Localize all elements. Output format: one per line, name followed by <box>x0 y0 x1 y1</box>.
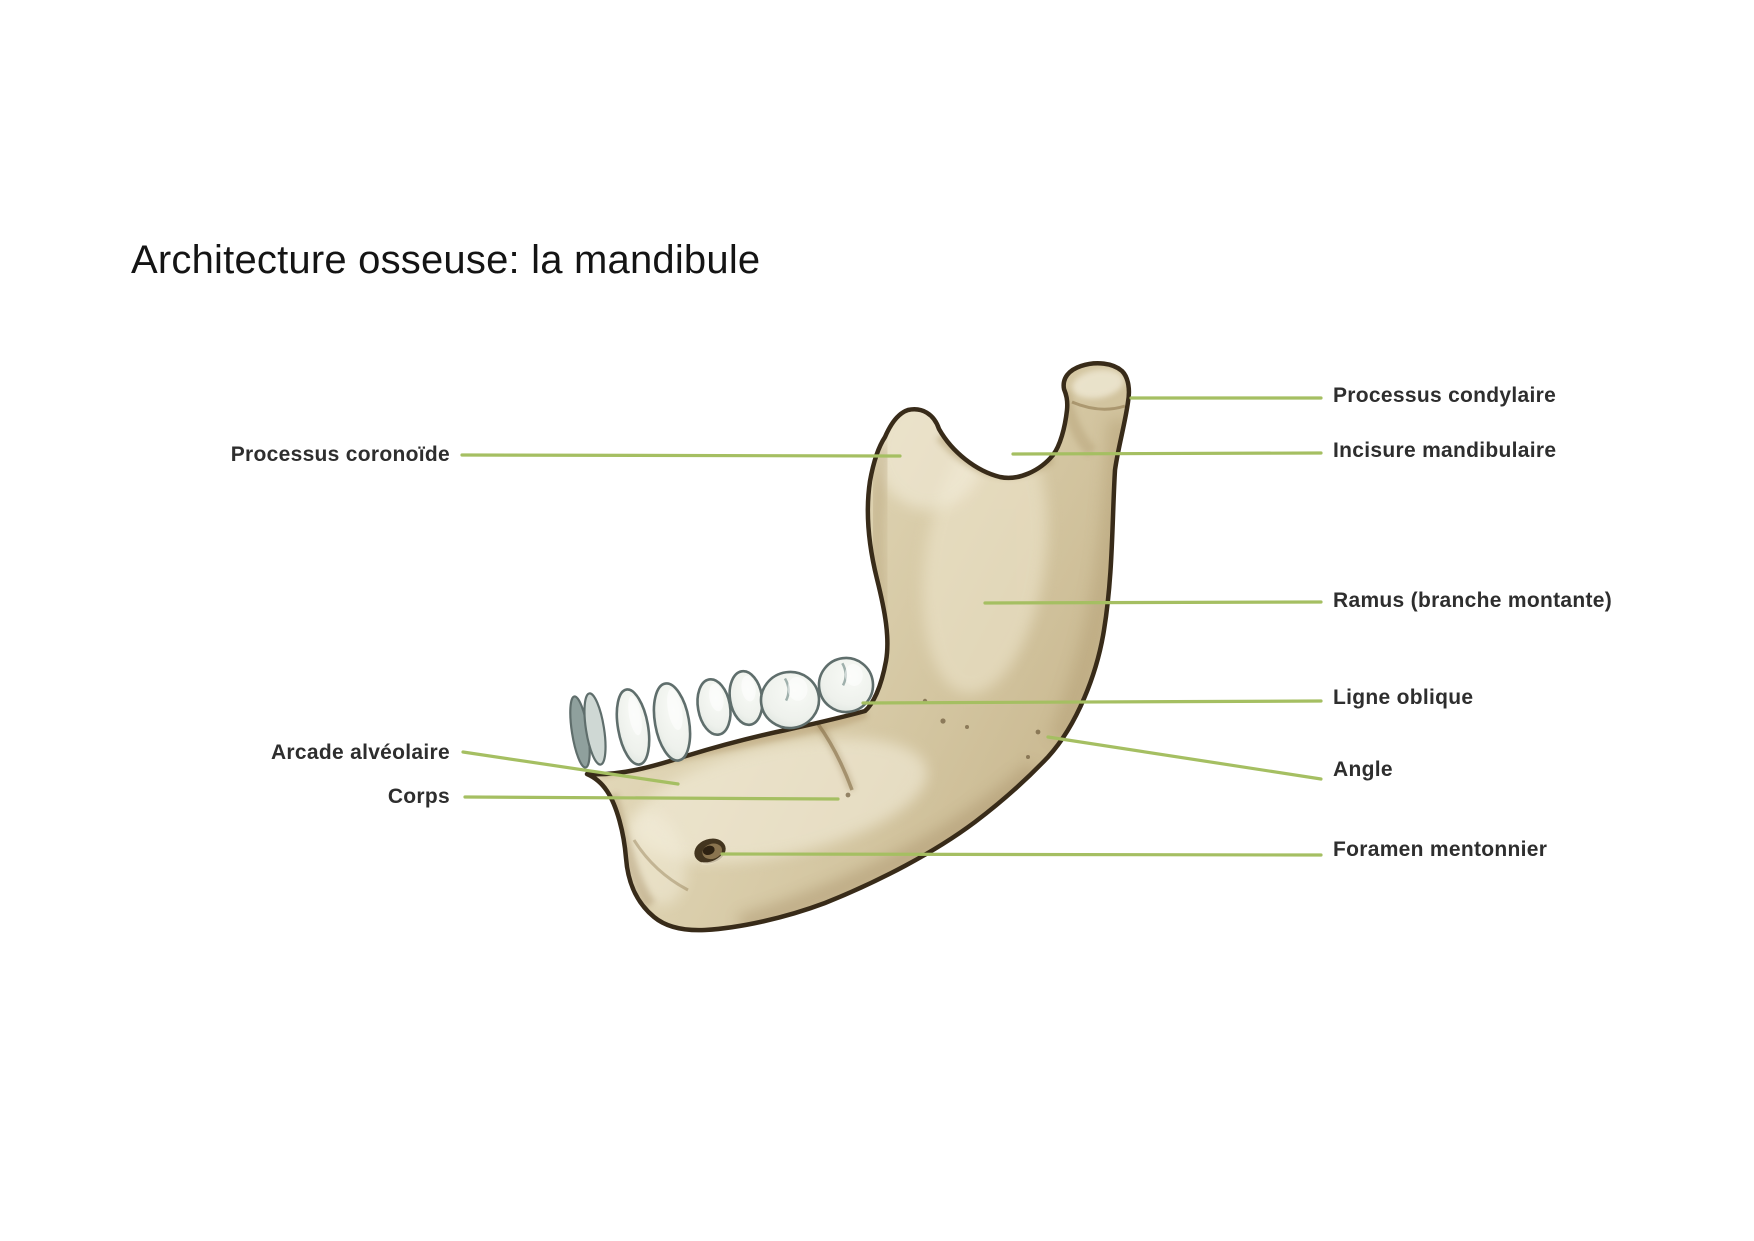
tooth-incisor <box>615 688 651 766</box>
label-foramen-mentonnier: Foramen mentonnier <box>1333 838 1548 861</box>
label-ligne-oblique: Ligne oblique <box>1333 686 1474 709</box>
label-processus-coronoide: Processus coronoïde <box>230 443 450 466</box>
leader-lines <box>460 396 1323 857</box>
chin-crease <box>632 839 689 892</box>
leader-ligne-oblique <box>861 699 1323 705</box>
label-ramus: Ramus (branche montante) <box>1333 589 1613 612</box>
tooth-canine <box>652 682 692 762</box>
leader-incisure-mandibulaire <box>1011 451 1323 456</box>
tooth-molar <box>759 670 821 730</box>
label-corps: Corps <box>387 785 450 808</box>
label-incisure-mandibulaire: Incisure mandibulaire <box>1333 439 1557 462</box>
leader-arcade-alveolaire <box>461 750 680 786</box>
tooth-incisor-sliver <box>583 692 607 766</box>
mandible-bone <box>587 363 1129 930</box>
condyle-crease <box>1071 400 1126 411</box>
label-processus-condylaire: Processus condylaire <box>1333 384 1557 407</box>
tooth-premolar <box>696 677 732 737</box>
leader-corps <box>463 795 840 801</box>
teeth-row <box>569 656 875 769</box>
tooth-molar <box>817 656 875 714</box>
page-title: Architecture osseuse: la mandibule <box>131 238 761 282</box>
leader-angle <box>1046 735 1323 781</box>
mental-foramen <box>694 838 726 865</box>
label-arcade-alveolaire: Arcade alvéolaire <box>270 741 450 764</box>
leader-ramus <box>983 600 1323 605</box>
leader-processus-coronoide <box>460 453 902 458</box>
label-angle: Angle <box>1333 758 1393 781</box>
leader-foramen-mentonnier <box>720 852 1323 857</box>
